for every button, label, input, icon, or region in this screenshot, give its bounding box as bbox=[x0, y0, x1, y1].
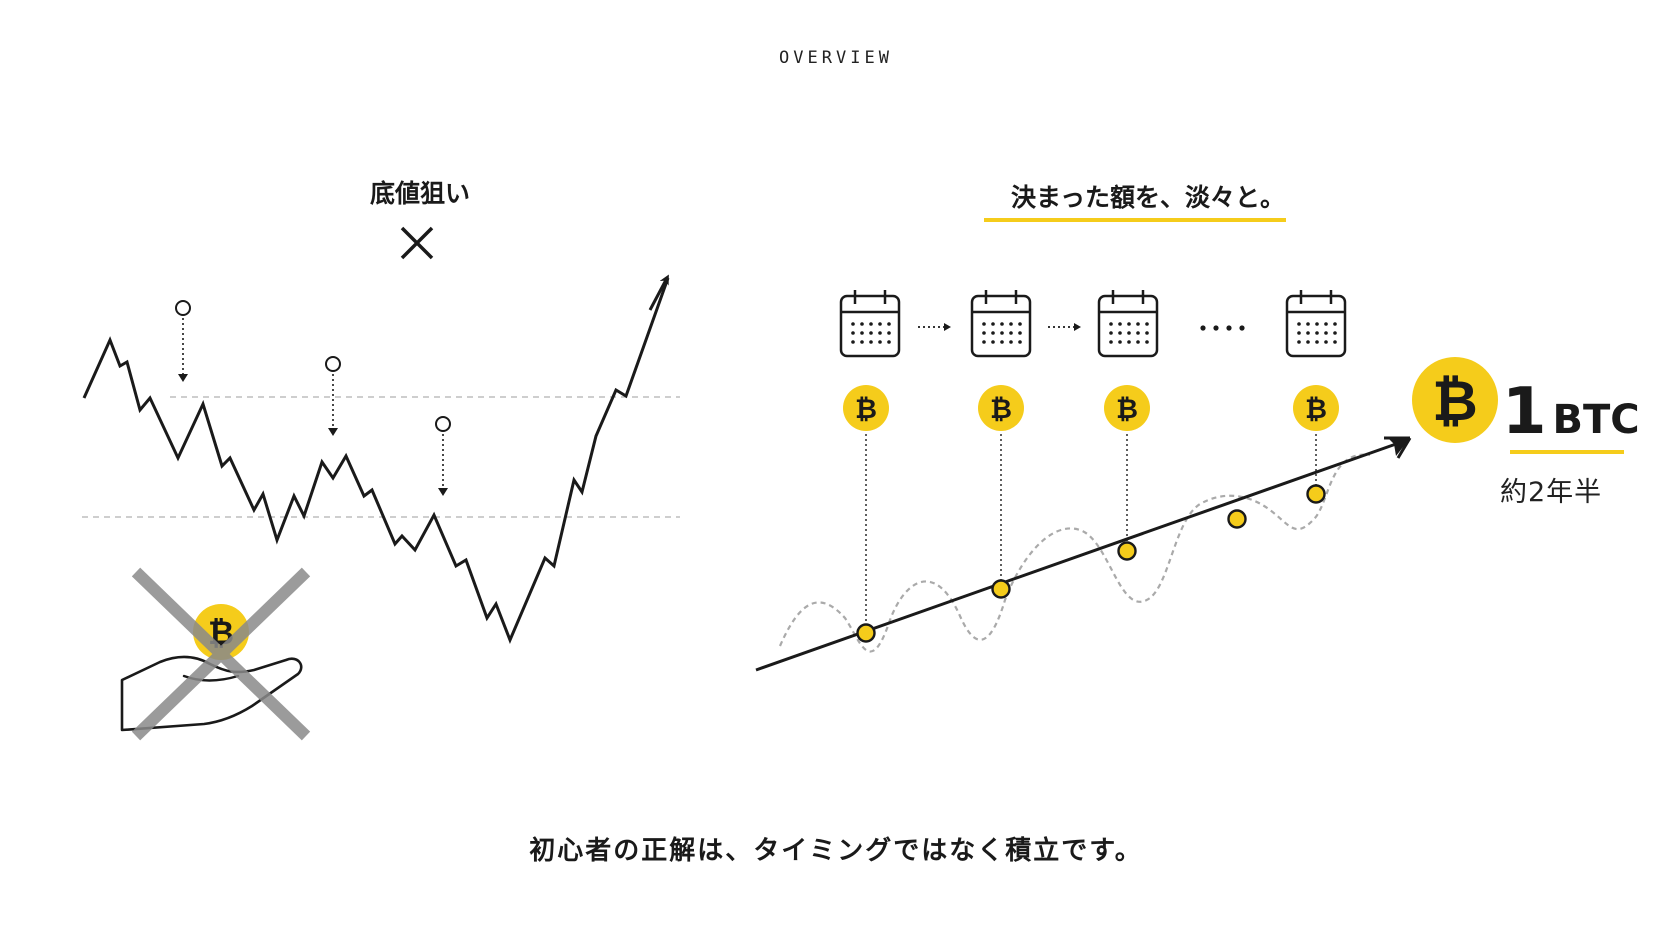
svg-text:₿: ₿ bbox=[990, 394, 1012, 425]
schedule-arrow bbox=[1048, 323, 1081, 331]
entry-pin bbox=[175, 300, 191, 382]
calendar-icon bbox=[1285, 290, 1347, 358]
purchase-points bbox=[856, 484, 1326, 643]
svg-text:₿: ₿ bbox=[1116, 394, 1138, 425]
trend-arrow bbox=[648, 274, 669, 311]
schedule-arrow bbox=[918, 323, 951, 331]
trend-arrow-side bbox=[1396, 437, 1412, 459]
price-line bbox=[82, 277, 670, 644]
bitcoin-coin-icon: ₿ bbox=[843, 385, 889, 431]
ellipsis-icon bbox=[1200, 325, 1245, 331]
section-label: OVERVIEW bbox=[779, 48, 893, 68]
bitcoin-coin-icon: ₿ bbox=[1412, 357, 1498, 443]
market-price-wave bbox=[778, 453, 1371, 653]
purchase-drop-lines bbox=[865, 434, 1317, 625]
calendar-icon bbox=[839, 290, 901, 358]
cross-mark-icon bbox=[400, 226, 434, 260]
calendar-icon bbox=[970, 290, 1032, 358]
svg-text:₿: ₿ bbox=[1305, 394, 1327, 425]
entry-pin bbox=[325, 356, 341, 436]
result-unit: BTC bbox=[1552, 397, 1640, 443]
result-number: 1 bbox=[1502, 375, 1547, 449]
entry-pin bbox=[435, 416, 451, 496]
footer-message: 初心者の正解は、タイミングではなく積立です。 bbox=[529, 836, 1143, 866]
bitcoin-coin-icon: ₿ bbox=[1104, 385, 1150, 431]
result-period: 約2年半 bbox=[1500, 477, 1603, 508]
fixed-amount-title: 決まった額を、淡々と。 bbox=[1010, 183, 1285, 212]
cross-out-icon bbox=[131, 567, 311, 741]
svg-text:₿: ₿ bbox=[855, 394, 877, 425]
bitcoin-coin-icon: ₿ bbox=[978, 385, 1024, 431]
right-panel: ₿ ₿ ₿ ₿ bbox=[755, 218, 1624, 672]
bitcoin-coin-icon: ₿ bbox=[1293, 385, 1339, 431]
left-panel: ₿ bbox=[82, 226, 680, 741]
accumulation-trend-line bbox=[755, 442, 1397, 672]
trend-arrowhead bbox=[1388, 438, 1410, 456]
bottom-fishing-title: 底値狙い bbox=[369, 179, 470, 208]
svg-text:₿: ₿ bbox=[1432, 369, 1478, 434]
calendar-icon bbox=[1097, 290, 1159, 358]
